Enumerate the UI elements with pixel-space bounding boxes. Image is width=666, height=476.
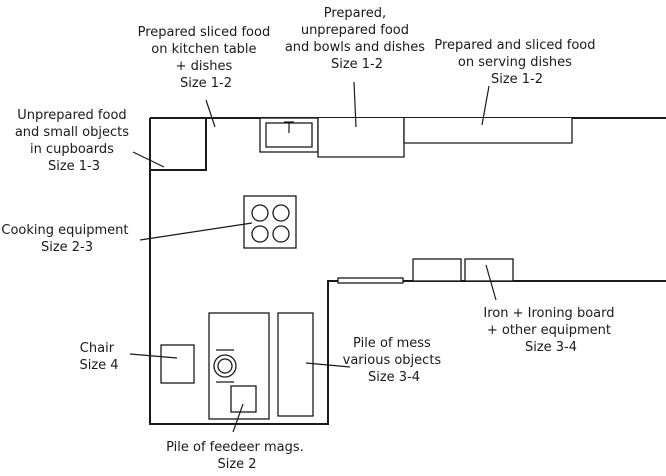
label-line: Prepared sliced food [138, 25, 271, 40]
bowls-counter [317, 118, 405, 158]
label-line: Size 1-2 [491, 72, 543, 87]
burner-icon [272, 204, 290, 222]
label-line: Chair [80, 341, 115, 356]
label-line: Cooking equipment [1, 223, 128, 238]
plate-inner-icon [217, 358, 233, 374]
label-line: Size 1-2 [331, 57, 383, 72]
cutlery-icon [216, 349, 234, 383]
label-line: Size 4 [79, 358, 118, 373]
window [337, 277, 404, 284]
ironing-box-right [464, 258, 514, 282]
feeder-mags-box [230, 385, 257, 413]
label-unprepared-cupboards: Unprepared food and small objects in cup… [15, 108, 133, 174]
label-line: various objects [343, 353, 442, 368]
leader-iron [485, 264, 497, 301]
label-line: Size 3-4 [368, 370, 420, 385]
burner-icon [272, 225, 290, 243]
label-line: Size 3-4 [525, 340, 577, 355]
label-line: Prepared and sliced food [434, 38, 595, 53]
label-line: Pile of feedeer mags. [166, 440, 304, 455]
label-line: Pile of mess [353, 336, 431, 351]
leader-cupboards [132, 151, 165, 168]
label-prepared-unprepared-bowls: Prepared, unprepared food and bowls and … [285, 6, 429, 72]
label-line: unprepared food [301, 23, 409, 38]
label-prepared-serving-dishes: Prepared and sliced food on serving dish… [434, 38, 599, 87]
leader-serving-dishes [481, 85, 490, 126]
label-line: + other equipment [487, 323, 611, 338]
stove [243, 195, 297, 249]
label-prepared-sliced-table: Prepared sliced food on kitchen table + … [138, 25, 275, 91]
label-cooking-equipment: Cooking equipment Size 2-3 [1, 223, 132, 255]
label-line: + dishes [176, 59, 233, 74]
burner-icon [251, 225, 269, 243]
leader-mess [305, 362, 351, 368]
inner-counter-wall [150, 118, 207, 171]
label-pile-of-mess: Pile of mess various objects Size 3-4 [343, 336, 446, 385]
label-line: Size 1-3 [48, 159, 100, 174]
label-line: Size 1-2 [180, 76, 232, 91]
serving-dishes-counter [403, 118, 573, 144]
leader-cooking [139, 222, 253, 241]
burner-icon [251, 204, 269, 222]
label-line: Iron + Ironing board [483, 306, 614, 321]
label-chair: Chair Size 4 [79, 341, 118, 373]
label-line: Size 2-3 [41, 240, 93, 255]
leader-chair [129, 353, 178, 359]
chair [160, 344, 195, 384]
leader-feeder-mags [232, 403, 244, 433]
leader-prepared-sliced-table [205, 99, 216, 128]
faucet-icon [284, 121, 294, 133]
label-line: Size 2 [217, 457, 256, 472]
label-line: and bowls and dishes [285, 40, 425, 55]
ironing-box-left [412, 258, 462, 282]
label-line: on kitchen table [151, 42, 256, 57]
label-line: in cupboards [30, 142, 114, 157]
label-iron-board: Iron + Ironing board + other equipment S… [483, 306, 618, 355]
leader-prepared-bowls [353, 81, 357, 128]
label-line: and small objects [15, 125, 129, 140]
label-feeder-mags: Pile of feedeer mags. Size 2 [166, 440, 308, 472]
label-line: on serving dishes [458, 55, 572, 70]
label-line: Prepared, [324, 6, 386, 21]
pile-of-mess-box [277, 312, 314, 417]
label-line: Unprepared food [17, 108, 126, 123]
